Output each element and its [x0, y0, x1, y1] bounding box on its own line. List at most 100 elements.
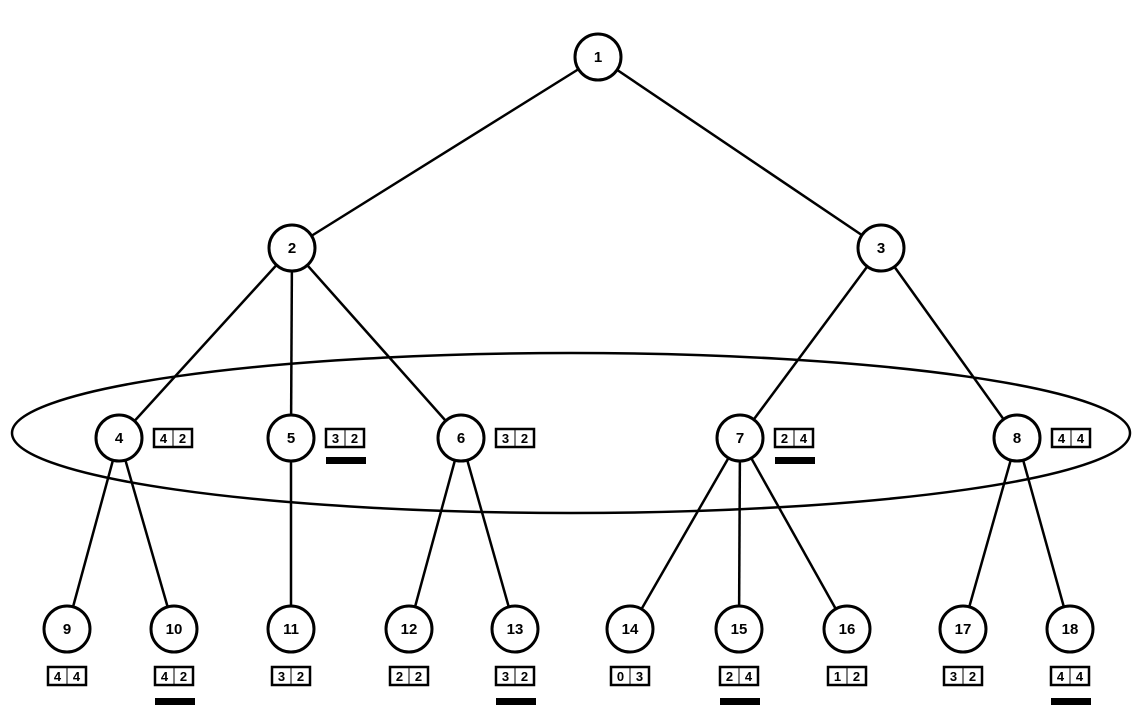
payoff-value-2: 4	[745, 669, 753, 684]
node-circle	[94, 413, 144, 463]
node-label: 13	[507, 621, 524, 638]
node-circle	[1045, 604, 1095, 654]
payoff-value-1: 4	[54, 669, 62, 684]
payoff-value-2: 2	[179, 431, 186, 446]
tree-edge	[961, 437, 1019, 630]
node-label: 14	[622, 621, 639, 638]
node-circle	[856, 223, 906, 273]
tree-edge	[738, 247, 883, 439]
tree-edge	[289, 247, 294, 439]
payoff-value-2: 2	[853, 669, 860, 684]
payoff-value-1: 3	[950, 669, 957, 684]
node-circle	[436, 413, 486, 463]
node-circle	[42, 604, 92, 654]
payoff-value-2: 2	[521, 431, 528, 446]
node-circle	[149, 604, 199, 654]
payoff-value-2: 4	[800, 431, 808, 446]
payoff-value-1: 2	[396, 669, 403, 684]
node-circle	[266, 413, 316, 463]
tree-node-3: 3	[856, 223, 906, 273]
node-label: 18	[1062, 621, 1079, 638]
tree-edge	[459, 437, 517, 630]
tree-edge	[118, 247, 293, 439]
node-circle	[938, 604, 988, 654]
node-label: 15	[731, 621, 748, 638]
tree-edge	[407, 437, 463, 630]
node-label: 9	[63, 621, 71, 638]
tree-edge	[737, 437, 742, 630]
tree-edge	[65, 437, 121, 630]
optimal-marker-bar	[775, 457, 815, 464]
optimal-marker-bar	[496, 698, 536, 705]
tree-node-1: 1	[573, 32, 623, 82]
payoff-value-1: 3	[278, 669, 285, 684]
payoff-value-2: 4	[1077, 431, 1085, 446]
payoff-value-1: 3	[502, 431, 509, 446]
node-label: 7	[736, 430, 744, 447]
node-label: 11	[283, 621, 299, 638]
optimal-marker-bar	[326, 457, 366, 464]
payoff-value-1: 2	[726, 669, 733, 684]
node-label: 17	[955, 621, 972, 638]
payoff-value-1: 3	[332, 431, 339, 446]
node-label: 8	[1013, 430, 1021, 447]
payoff-value-2: 3	[636, 669, 643, 684]
tree-edge	[597, 55, 882, 250]
payoff-value-1: 4	[1057, 669, 1065, 684]
tree-edge	[879, 247, 1019, 439]
tree-node-2: 2	[267, 223, 317, 273]
tree-edge	[117, 437, 176, 630]
node-label: 10	[166, 621, 183, 638]
node-circle	[267, 223, 317, 273]
node-circle	[715, 413, 765, 463]
tree-edge	[628, 437, 742, 630]
node-circle	[822, 604, 872, 654]
node-circle	[573, 32, 623, 82]
payoff-value-2: 2	[969, 669, 976, 684]
tree-edge	[291, 247, 462, 439]
node-label: 5	[287, 430, 295, 447]
node-label: 3	[877, 240, 885, 257]
payoff-value-2: 2	[521, 669, 528, 684]
payoff-value-1: 1	[834, 669, 841, 684]
optimal-marker-bar	[720, 698, 760, 705]
optimal-marker-bar	[1051, 698, 1091, 705]
payoff-value-1: 4	[161, 669, 169, 684]
node-label: 4	[115, 430, 124, 447]
payoff-value-2: 4	[1076, 669, 1084, 684]
payoff-value-2: 4	[73, 669, 81, 684]
payoff-value-2: 2	[180, 669, 187, 684]
level-highlight-ellipse	[10, 351, 1132, 515]
node-circle	[714, 604, 764, 654]
payoff-value-1: 4	[160, 431, 168, 446]
optimal-marker-bar	[155, 698, 195, 705]
node-label: 2	[288, 240, 296, 257]
payoff-value-2: 2	[351, 431, 358, 446]
tree-edge	[1015, 437, 1072, 630]
payoff-value-2: 2	[415, 669, 422, 684]
payoff-value-1: 2	[781, 431, 788, 446]
tree-edge	[291, 55, 599, 250]
